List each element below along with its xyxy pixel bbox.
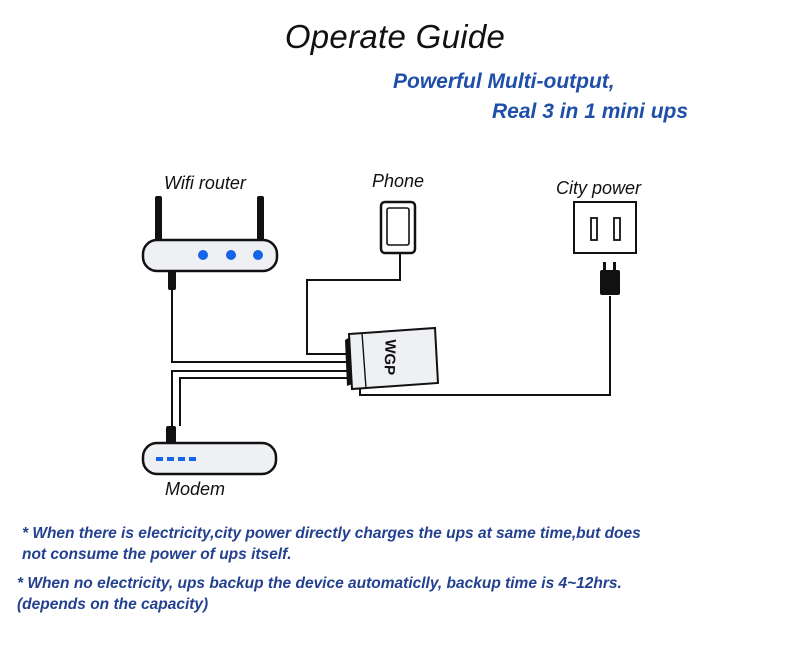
page-title: Operate Guide xyxy=(284,18,506,55)
router-connector xyxy=(168,270,176,290)
router-led-3 xyxy=(253,250,263,260)
router-cable xyxy=(171,288,348,363)
cables xyxy=(171,252,611,428)
router-label: Wifi router xyxy=(164,173,246,193)
note-electricity-line-2: not consume the power of ups itself. xyxy=(22,546,292,563)
outlet-face xyxy=(573,201,637,254)
modem-label: Modem xyxy=(165,479,226,499)
router-antenna-right xyxy=(257,196,264,244)
ups-device-icon: WGP xyxy=(345,326,440,391)
modem-connector xyxy=(166,426,176,446)
plug-prong-left xyxy=(603,262,606,272)
router-body xyxy=(141,238,279,273)
phone-cable xyxy=(306,252,401,355)
note-electricity-line-1: * When there is electricity,city power d… xyxy=(22,525,641,542)
phone-screen xyxy=(386,207,410,246)
modem-cable-a xyxy=(171,370,348,428)
ups-port-side xyxy=(345,337,352,386)
outlet-slot-right xyxy=(613,217,621,241)
note-no-electricity: * When no electricity, ups backup the de… xyxy=(17,573,622,615)
modem-led-1 xyxy=(156,457,163,461)
plug-prong-right xyxy=(613,262,616,272)
power-plug-icon xyxy=(600,262,620,295)
phone-icon xyxy=(379,200,417,255)
modem-led-3 xyxy=(178,457,185,461)
modem-icon xyxy=(141,426,278,476)
router-led-1 xyxy=(198,250,208,260)
note-no-electricity-line-1: * When no electricity, ups backup the de… xyxy=(17,575,622,592)
router-antenna-left xyxy=(155,196,162,244)
modem-cable-b xyxy=(179,377,348,426)
wifi-router-icon xyxy=(141,196,279,290)
note-no-electricity-line-2: (depends on the capacity) xyxy=(17,596,209,613)
city-power-cable xyxy=(359,296,611,396)
ups-edge-line xyxy=(361,332,367,389)
router-led-2 xyxy=(226,250,236,260)
note-electricity: * When there is electricity,city power d… xyxy=(22,523,641,565)
phone-label: Phone xyxy=(372,171,425,191)
plug-body xyxy=(600,270,620,295)
subtitle-line-1: Powerful Multi-output, xyxy=(393,70,615,93)
wall-outlet-icon xyxy=(573,201,637,254)
subtitle-line-2: Real 3 in 1 mini ups xyxy=(492,100,689,123)
modem-led-2 xyxy=(167,457,174,461)
outlet-slot-left xyxy=(590,217,598,241)
modem-led-4 xyxy=(189,457,196,461)
ups-brand-label: WGP xyxy=(380,339,398,375)
modem-body xyxy=(141,441,278,476)
city-power-label: City power xyxy=(556,178,642,198)
